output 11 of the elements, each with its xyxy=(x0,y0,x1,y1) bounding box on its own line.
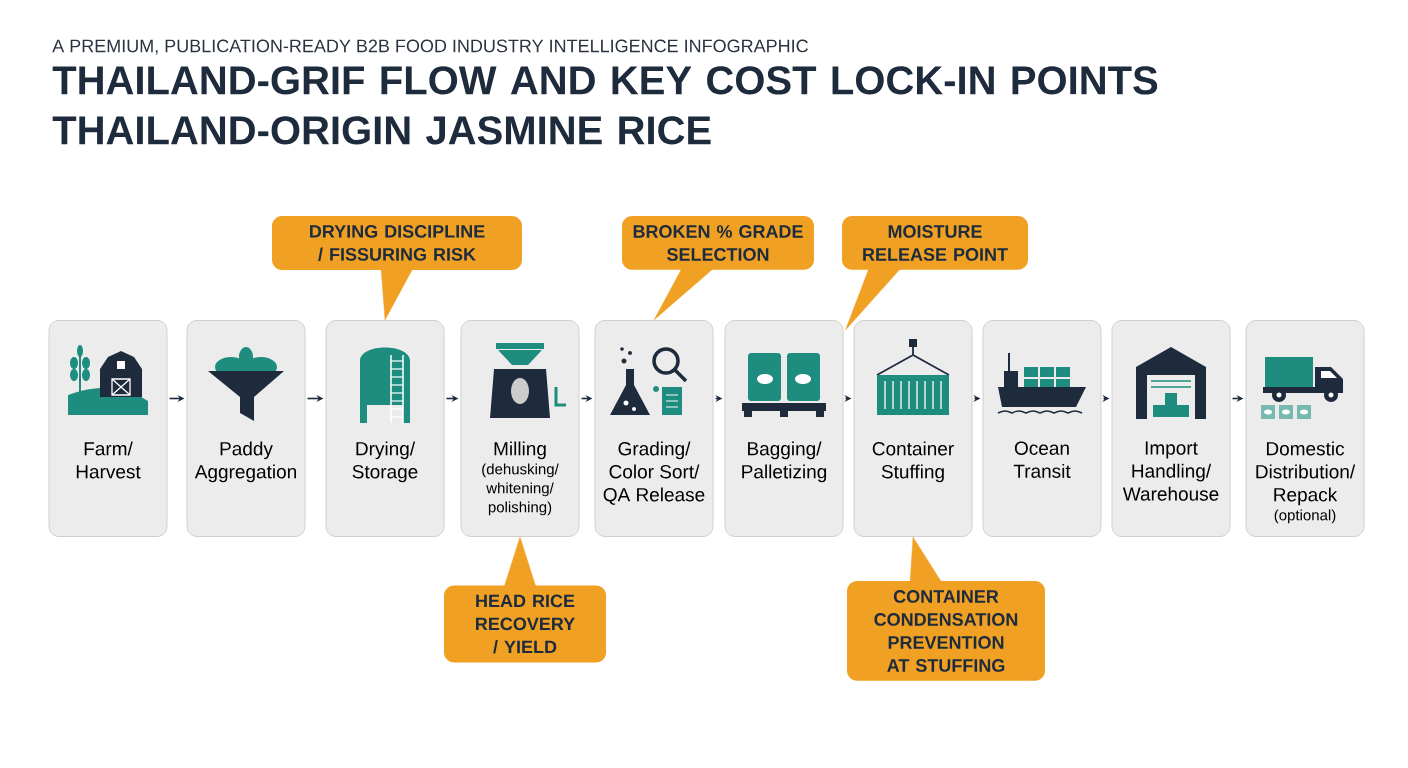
callout-pointer xyxy=(845,267,902,331)
callout-pointer xyxy=(653,267,715,321)
callout-box: HEAD RICE RECOVERY / YIELD xyxy=(444,585,606,663)
callout-pointer xyxy=(503,536,537,588)
callout-box: CONTAINER CONDENSATION PREVENTION AT STUFFING xyxy=(847,581,1045,681)
step-box: Paddy Aggregation xyxy=(186,320,306,537)
title: THAILAND-GRIF FLOW AND KEY COST LOCK-IN POINTS THAILAND-ORIGIN JASMINE RICE xyxy=(52,66,1158,145)
step-box: Grading/ Color Sort/ QA Release xyxy=(594,320,714,537)
callout-pointer xyxy=(380,267,414,321)
subtitle: A PREMIUM, PUBLICATION-READY B2B FOOD INDUSTRY INTELLIGENCE INFOGRAPHIC xyxy=(52,39,808,55)
callout-pointer xyxy=(909,536,943,584)
